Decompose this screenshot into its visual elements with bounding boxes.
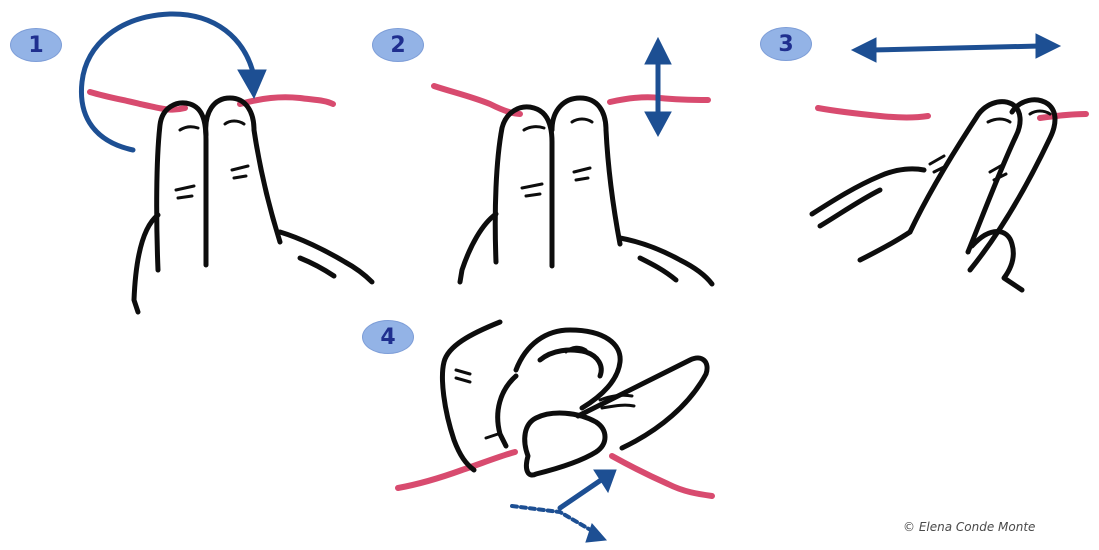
tilted-fingers-icon [812,100,1055,290]
yarn-strand [398,452,712,496]
step-2-illustration [434,38,712,284]
copyright-credit: © Elena Conde Monte [903,520,1099,534]
vertical-double-arrow-icon [645,38,671,136]
diagonal-arrow-icon [512,470,616,542]
two-fingers-icon [460,98,712,284]
step-4-illustration [398,322,712,542]
two-fingers-icon [134,98,372,312]
step-3-illustration [812,34,1086,290]
pinching-fingers-icon [442,322,707,475]
horizontal-double-arrow-icon [852,34,1060,62]
circular-arrow-icon [81,14,266,150]
step-1-illustration [81,14,372,312]
